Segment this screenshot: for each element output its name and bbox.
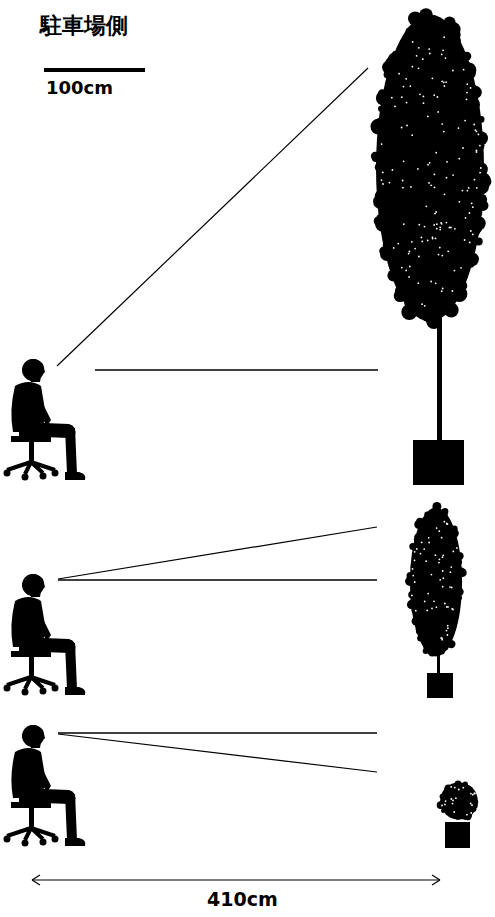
dimension-label: 410cm <box>205 889 280 910</box>
scale-label: 100cm <box>46 78 113 98</box>
heading: 駐車場側 <box>40 14 128 38</box>
